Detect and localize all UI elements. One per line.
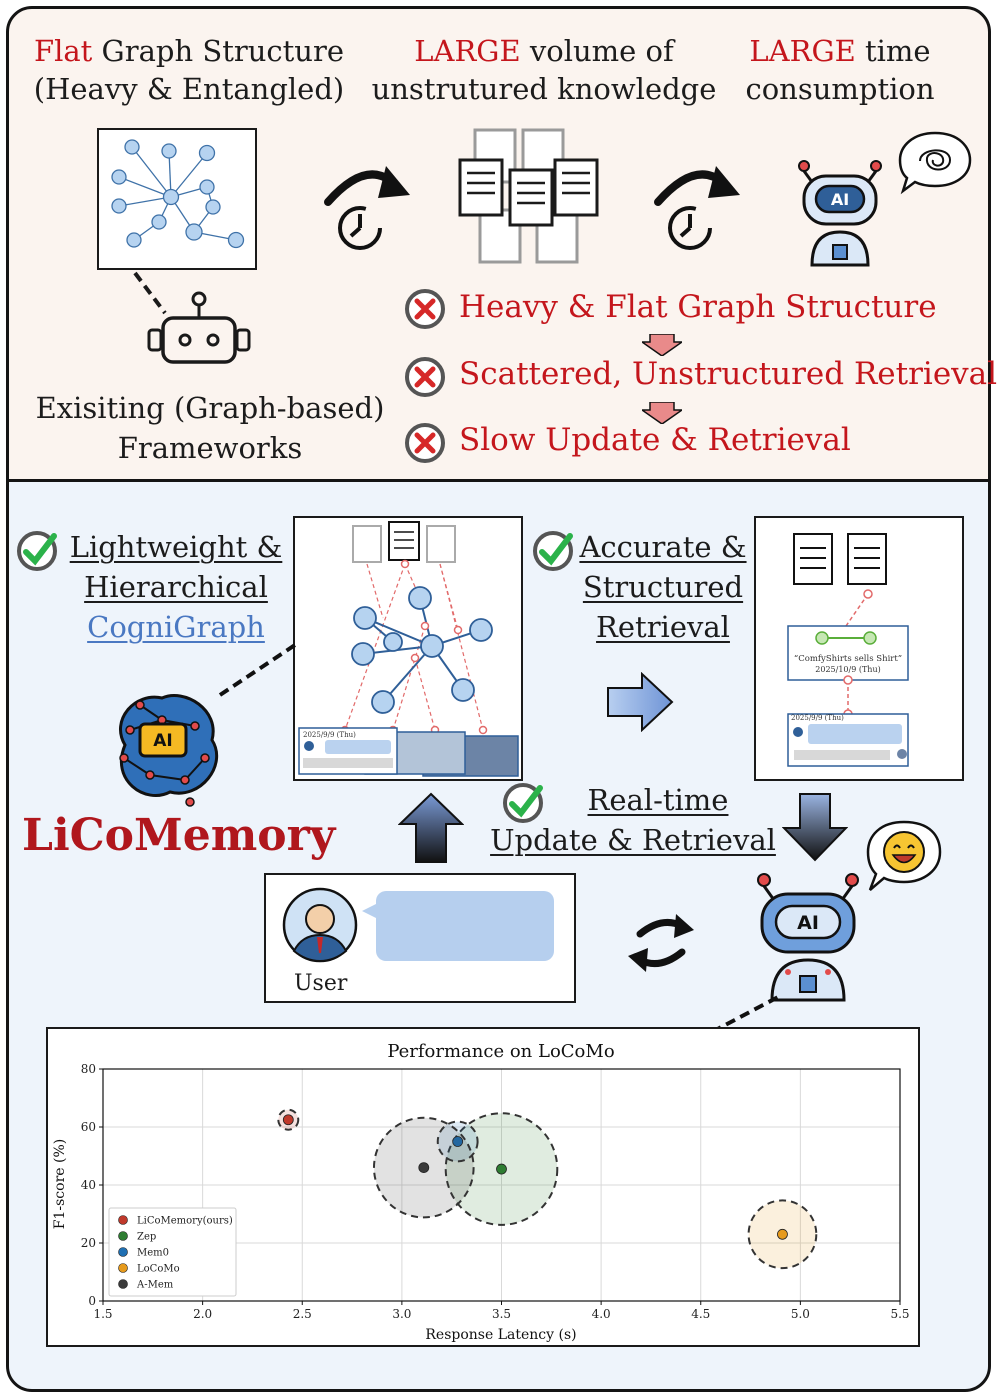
chart-x-tick-label: 1.5 [93,1307,112,1321]
chart-legend-label: LoCoMo [137,1264,180,1275]
chart-point-zep [496,1163,507,1175]
issue-text-2: Scattered, Unstructured Retrieval [459,356,997,392]
chart-y-tick-label: 0 [88,1294,96,1308]
up-arrow-icon [398,792,464,863]
header-flat-graph: Flat Graph Structure (Heavy & Entangled) [33,34,345,106]
user-chat-box: User [264,873,576,1003]
chart-x-tick-label: 5.0 [791,1307,810,1321]
confused-bubble-icon [898,131,972,195]
ai-robot-icon-top: AI [798,160,882,267]
check-icon-1 [14,528,60,578]
chart-legend-marker [118,1263,128,1273]
chart-point-locomo [777,1228,788,1240]
chart-legend-marker [118,1215,128,1225]
svg-text:AI: AI [797,912,819,934]
chart-x-tick-label: 2.0 [193,1307,212,1321]
brand-title: LiCoMemory [22,810,336,861]
dashed-connector [133,271,167,315]
cognigraph-illustration: 2025/9/9 (Thu) [293,516,523,781]
feature-cognigraph: Lightweight & Hierarchical CogniGraph [69,530,283,644]
chart-x-tick-label: 5.5 [890,1307,909,1321]
chart-legend-box [108,1207,237,1297]
document-stack-icon [458,128,599,264]
chart-legend-marker [118,1279,128,1289]
retrieval-date: 2025/10/9 (Thu) [815,665,881,674]
chart-y-tick-label: 80 [81,1062,96,1076]
card-date-1: 2025/9/9 (Thu) [303,731,356,739]
retrieval-illustration: “ComfyShirts sells Shirt” 2025/10/9 (Thu… [754,516,964,781]
chart-x-tick-label: 4.0 [592,1307,611,1321]
right-arrow-icon [607,672,674,732]
feature-structured-retrieval: Accurate & Structured Retrieval [579,530,747,644]
user-message-bubble [362,891,554,961]
chart-y-tick-label: 40 [81,1178,96,1192]
down-arrow-icon [782,793,848,862]
chart-x-axis-label: Response Latency (s) [425,1327,576,1343]
issue-item-3 [402,420,448,470]
chart-point-a-mem [418,1162,430,1174]
issue-item-1 [402,286,448,336]
dashed-connector-brain [218,643,297,697]
retrieval-quote: “ComfyShirts sells Shirt” [793,654,903,664]
user-avatar-icon [282,887,358,963]
chart-y-tick-label: 20 [81,1236,96,1250]
svg-text:AI: AI [831,190,849,209]
performance-chart-svg: Performance on LoCoMo Response Latency (… [52,1041,910,1343]
down-arrow-small-2 [642,402,682,424]
ai-robot-icon-bottom: AI [757,873,859,1002]
chart-plot-frame [102,1068,901,1302]
performance-chart: Performance on LoCoMo Response Latency (… [46,1027,920,1347]
chart-x-tick-label: 3.5 [492,1307,511,1321]
dashed-connector-chart [711,994,781,1034]
chart-point-mem0 [452,1136,464,1147]
chart-legend-label: Mem0 [137,1248,169,1259]
clock-arrow-icon-1 [324,166,410,250]
chart-legend-label: Zep [137,1232,156,1243]
flat-graph-illustration [97,128,257,270]
chart-title: Performance on LoCoMo [387,1041,614,1062]
header-large-volume: LARGE volume of unstrutured knowledge [371,34,717,106]
chart-point-licomemory-ours- [282,1114,294,1126]
feature-realtime: Real-time Update & Retrieval [490,783,776,857]
retrieval-card-date: 2025/9/9 (Thu) [791,714,844,722]
happy-bubble-icon [866,820,942,891]
user-label: User [294,971,348,996]
sync-arrows-icon [628,914,694,972]
ai-brain-icon: AI [119,694,219,807]
robot-icon [147,291,251,364]
chart-y-axis-label: F1-score (%) [52,1139,68,1229]
check-icon-3 [500,780,546,830]
issue-item-2 [402,354,448,404]
check-icon-2 [530,528,576,578]
chart-legend-label: A-Mem [136,1280,174,1291]
svg-text:AI: AI [153,731,172,751]
chart-x-tick-label: 2.5 [293,1307,312,1321]
clock-arrow-icon-2 [654,166,740,250]
chart-y-tick-label: 60 [81,1120,96,1134]
header-large-time: LARGE time consumption [745,34,935,106]
issue-text-3: Slow Update & Retrieval [459,422,851,458]
down-arrow-small-1 [642,334,682,356]
chart-x-tick-label: 3.0 [392,1307,411,1321]
chart-legend-marker [118,1247,128,1257]
existing-frameworks-label: Exisiting (Graph-based)Frameworks [35,391,385,465]
chart-legend-label: LiCoMemory(ours) [137,1216,233,1227]
chart-legend-marker [118,1231,128,1241]
issue-text-1: Heavy & Flat Graph Structure [459,289,937,325]
chart-x-tick-label: 4.5 [691,1307,710,1321]
